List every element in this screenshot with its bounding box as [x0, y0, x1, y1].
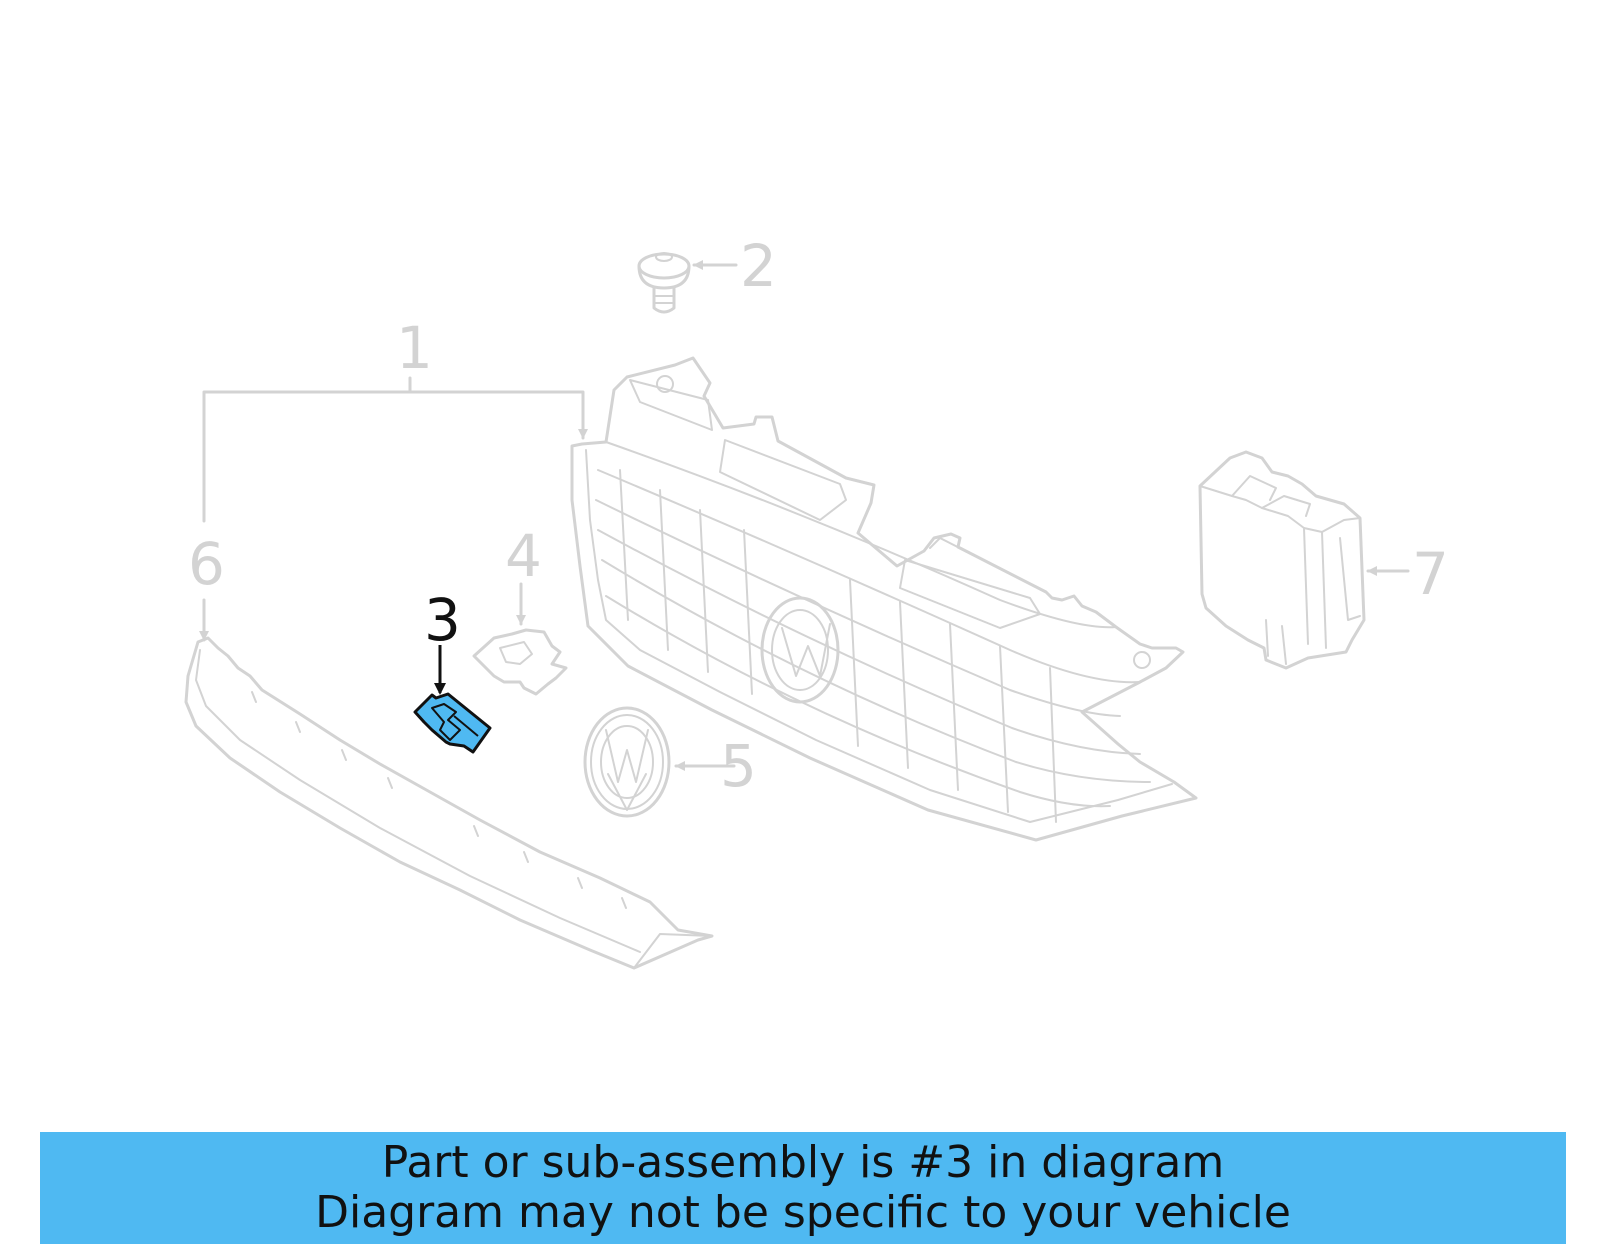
part-5-emblem[interactable] — [583, 706, 736, 818]
part-7-sensor[interactable] — [1198, 450, 1410, 670]
callout-7: 7 — [1412, 540, 1449, 608]
part-3-clip[interactable] — [413, 645, 492, 754]
callout-3: 3 — [424, 586, 461, 654]
banner-line-2: Diagram may not be specific to your vehi… — [315, 1187, 1291, 1238]
part-4-bracket[interactable] — [472, 582, 568, 696]
callout-6: 6 — [188, 530, 225, 598]
part-1-grille[interactable] — [570, 356, 1198, 842]
callout-5: 5 — [720, 732, 757, 800]
callout-4: 4 — [505, 522, 542, 590]
callout-2: 2 — [740, 232, 777, 300]
info-banner: Part or sub-assembly is #3 in diagram Di… — [40, 1132, 1566, 1244]
part-1-bracket — [202, 376, 588, 523]
part-2-screw[interactable] — [637, 252, 738, 314]
part-6-trim[interactable] — [184, 598, 714, 970]
callout-1: 1 — [396, 314, 433, 382]
banner-line-1: Part or sub-assembly is #3 in diagram — [381, 1137, 1225, 1188]
